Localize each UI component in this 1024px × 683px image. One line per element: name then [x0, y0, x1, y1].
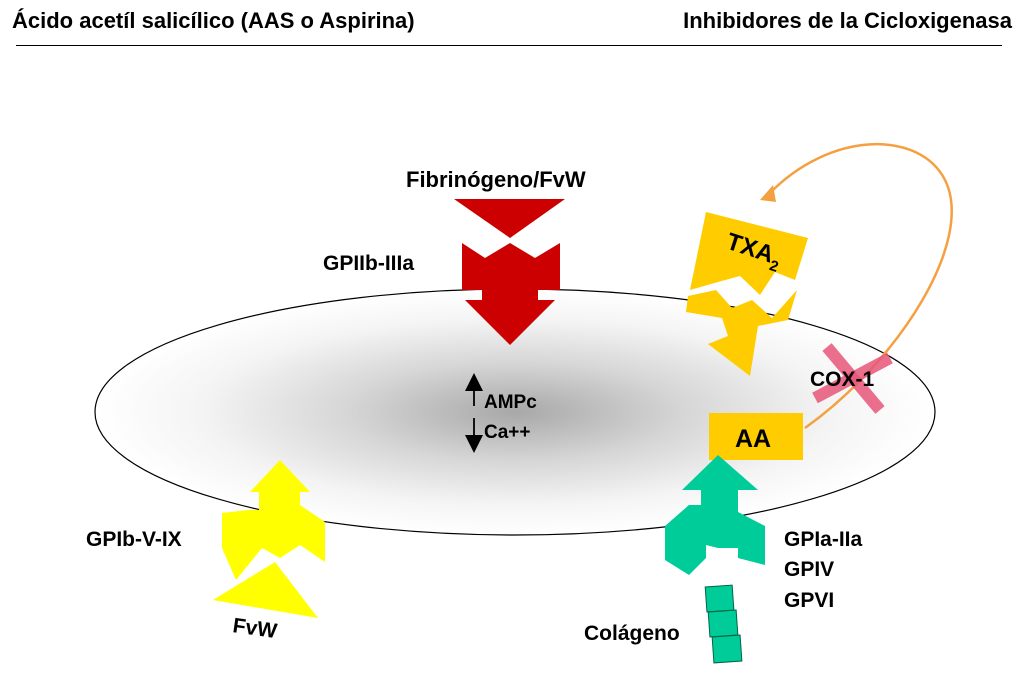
label-gpiv: GPIV: [784, 558, 834, 581]
label-gpvi: GPVI: [784, 589, 834, 612]
gpib-v-ix-receptor: [222, 460, 325, 580]
label-ca: Ca++: [484, 422, 530, 443]
label-ampc: AMPc: [484, 392, 537, 413]
gpiib-iiia-receptor: [454, 199, 565, 345]
txa2-receptor: [686, 290, 797, 376]
fvw-ligand: [213, 562, 318, 618]
label-colageno: Colágeno: [584, 622, 680, 645]
feedback-arrowhead-icon: [760, 185, 776, 202]
header-divider: [16, 45, 1002, 46]
txa2-ligand: [690, 212, 808, 295]
title-right: Inhibidores de la Cicloxigenasa: [683, 8, 1012, 33]
title-left: Ácido acetíl salicílico (AAS o Aspirina): [12, 8, 415, 33]
aa-box: [709, 413, 803, 460]
colageno-fiber: [704, 584, 743, 664]
cox1-cross-icon: [812, 343, 893, 414]
label-cox1: COX-1: [810, 368, 875, 391]
label-aa: AA: [735, 425, 771, 453]
label-gpiib-iiia: GPIIb-IIIa: [323, 252, 414, 275]
gpia-iia-receptor: [665, 455, 765, 575]
label-gpia-iia: GPIa-IIa: [784, 528, 863, 551]
label-fibrinogeno: Fibrinógeno/FvW: [406, 167, 586, 192]
label-fvw: FvW: [231, 614, 278, 643]
label-gpib-v-ix: GPIb-V-IX: [86, 528, 182, 551]
